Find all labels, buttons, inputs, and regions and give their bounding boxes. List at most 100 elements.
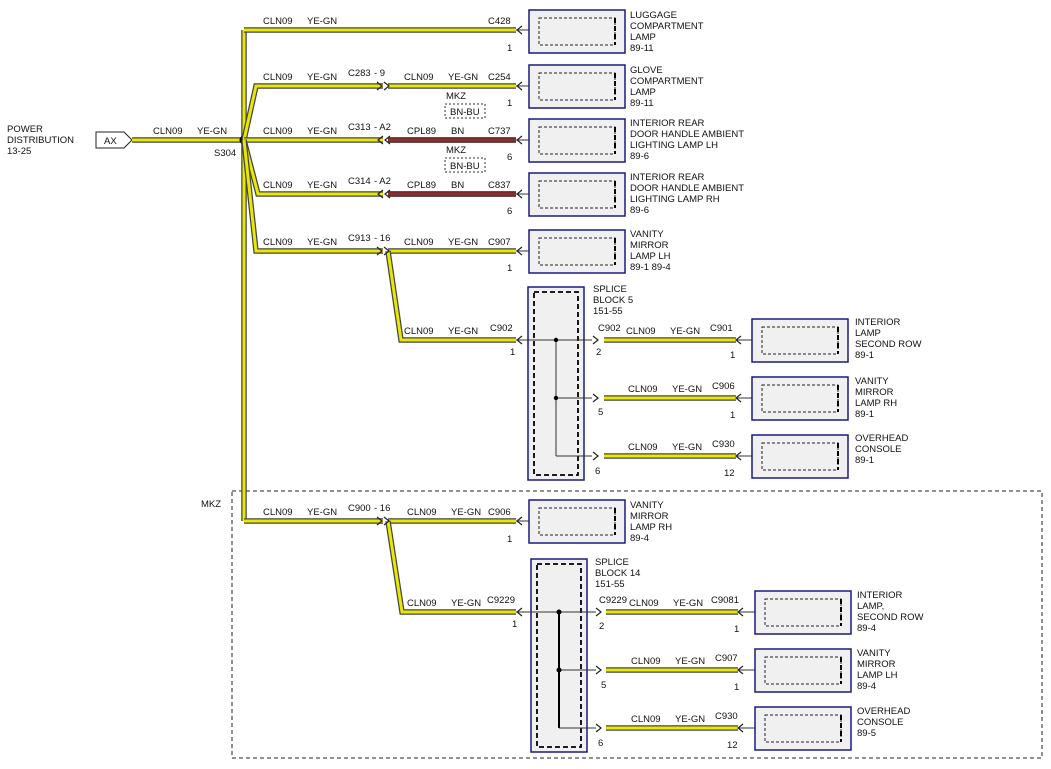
component-luggage-compartment-lamp[interactable]: C428 1 LUGGAGE COMPARTMENT LAMP 89-11 (488, 9, 704, 54)
source-connector-tag[interactable] (95, 131, 133, 149)
component-label-line: 89-6 (630, 205, 649, 216)
connector-id: C907 (715, 653, 738, 664)
wire-code: CLN09 (407, 507, 437, 518)
component-label-line: 89-1 (855, 350, 874, 361)
wire-color: YE-GN (451, 598, 481, 609)
component-label-line: LAMP (855, 328, 881, 339)
component-label-line: MIRROR (855, 387, 894, 398)
component-label-line: 89-1 (855, 409, 874, 420)
splice-pin: 6 (595, 466, 600, 477)
component-label-line: OVERHEAD (855, 433, 908, 444)
component-label-line: GLOVE (630, 65, 663, 76)
option-label: MKZ (446, 145, 466, 156)
wire-color: YE-GN (307, 126, 337, 137)
connector-id: C314 (348, 176, 371, 187)
wire-code: CLN09 (626, 326, 656, 337)
wire-color: YE-GN (672, 442, 702, 453)
connector-id: C9229 (599, 595, 627, 606)
splice14-output-overhead-console[interactable]: 6 CLN09 YE-GN C930 12 OVERHEAD CONSOLE 8… (598, 706, 910, 751)
connector-pin: 1 (507, 263, 512, 274)
connector-pin: 1 (730, 410, 735, 421)
wire-color: YE-GN (307, 72, 337, 83)
component-label-line: VANITY (855, 376, 889, 387)
wire-color: YE-GN (448, 72, 478, 83)
wire-color: YE-GN (675, 656, 705, 667)
component-label-line: VANITY (630, 229, 664, 240)
connector-pin: 1 (730, 350, 735, 361)
component-glove-compartment-lamp[interactable]: C254 1 GLOVE COMPARTMENT LAMP 89-11 (488, 64, 704, 109)
component-label-line: COMPARTMENT (630, 76, 704, 87)
connector-pin: 1 (507, 98, 512, 109)
component-vanity-mirror-lamp-lh[interactable]: C907 1 VANITY MIRROR LAMP LH 89-1 89-4 (488, 229, 671, 274)
wire-code: CLN09 (404, 237, 434, 248)
component-label-line: LIGHTING LAMP RH (630, 194, 720, 205)
component-label-line: MIRROR (630, 240, 669, 251)
component-label-line: CONSOLE (855, 444, 901, 455)
branch-c913: CLN09 YE-GN C913 - 16 CLN09 YE-GN (263, 233, 478, 248)
splice-pin: 5 (598, 407, 603, 418)
connector-id: C900 (348, 503, 371, 514)
splice-block-14[interactable]: CLN09 YE-GN C9229 1 SPLICE BLOCK 14 151-… (407, 557, 640, 753)
splice14-output-vanity-mirror-lamp-lh[interactable]: 5 CLN09 YE-GN C907 1 VANITY MIRROR LAMP … (601, 648, 898, 693)
connector-id: C254 (488, 72, 511, 83)
connector-id: C737 (488, 126, 511, 137)
component-label-line: 89-1 (855, 455, 874, 466)
component-label-line: MIRROR (630, 511, 669, 522)
wire-code: CLN09 (628, 384, 658, 395)
component-vanity-mirror-lamp-rh[interactable]: C906 1 VANITY MIRROR LAMP RH 89-4 (488, 499, 672, 545)
splice5-output-interior-lamp-second-row[interactable]: 2 CLN09 YE-GN C901 1 INTERIOR LAMP SECON… (596, 317, 922, 363)
connector-id: C906 (712, 381, 735, 392)
connector-id: C902 (598, 323, 621, 334)
wire-color: YE-GN (197, 126, 227, 137)
component-label-line: 89-1 89-4 (630, 262, 671, 273)
component-label-line: 89-4 (630, 533, 649, 544)
wire-color: YE-GN (451, 507, 481, 518)
splice-block-5[interactable]: CLN09 YE-GN C902 1 SPLICE BLOCK 5 151-55… (404, 284, 633, 481)
splice-pin: 6 (598, 738, 603, 749)
component-rear-door-handle-lamp-lh[interactable]: C737 6 INTERIOR REAR DOOR HANDLE AMBIENT… (488, 118, 744, 163)
source-connector-label: AX (104, 136, 117, 147)
connector-id: C283 (348, 68, 371, 79)
connector-id: C313 (348, 122, 371, 133)
wire-color: YE-GN (670, 326, 700, 337)
wire-color: YE-GN (673, 598, 703, 609)
component-label-line: SECOND ROW (855, 339, 922, 350)
splice-block-label-line: BLOCK 14 (595, 568, 640, 579)
splice-block-label-line: 151-55 (595, 579, 625, 590)
branch-c313: CLN09 YE-GN C313 - A2 CPL89 BN MKZ BN-BU (263, 91, 486, 137)
wire-code: CLN09 (263, 16, 293, 27)
wire-code: CLN09 (263, 180, 293, 191)
splice14-output-interior-lamp-second-row[interactable]: 2 CLN09 YE-GN C9081 1 INTERIOR LAMP, SEC… (599, 590, 924, 635)
wire-color: BN (451, 180, 464, 191)
connector-pin: - 16 (374, 233, 390, 244)
wire-color: BN (451, 126, 464, 137)
connector-id: C428 (488, 16, 511, 27)
component-label-line: DOOR HANDLE AMBIENT (630, 183, 744, 194)
splice5-output-vanity-mirror-lamp-rh[interactable]: 5 CLN09 YE-GN C906 1 VANITY MIRROR LAMP … (598, 376, 897, 421)
source-label-line: POWER (7, 124, 43, 135)
component-rear-door-handle-lamp-rh[interactable]: C837 6 INTERIOR REAR DOOR HANDLE AMBIENT… (488, 172, 744, 217)
connector-pin: 1 (510, 347, 515, 358)
wire-color: YE-GN (307, 180, 337, 191)
splice-pin: 2 (596, 347, 601, 358)
component-label-line: LAMP LH (630, 251, 671, 262)
wire-code: CLN09 (404, 326, 434, 337)
connector-pin: - A2 (374, 176, 391, 187)
connector-id: C902 (490, 323, 513, 334)
connector-pin: 6 (507, 206, 512, 217)
connector-pin: 12 (727, 740, 738, 751)
splice-block-label-line: 151-55 (593, 306, 623, 317)
source-label-line: DISTRIBUTION (7, 135, 74, 146)
wire-code: CLN09 (404, 72, 434, 83)
component-label-line: LUGGAGE (630, 10, 677, 21)
wire-code: CLN09 (628, 442, 658, 453)
component-label-line: LAMP LH (857, 670, 898, 681)
component-label-line: VANITY (857, 648, 891, 659)
component-label-line: INTERIOR REAR (630, 118, 705, 129)
wire-code: CLN09 (263, 237, 293, 248)
splice5-output-overhead-console[interactable]: 6 CLN09 YE-GN C930 12 OVERHEAD CONSOLE 8… (595, 433, 908, 479)
component-label-line: INTERIOR (855, 317, 901, 328)
component-label-line: MIRROR (857, 659, 896, 670)
option-color-box (444, 103, 486, 119)
